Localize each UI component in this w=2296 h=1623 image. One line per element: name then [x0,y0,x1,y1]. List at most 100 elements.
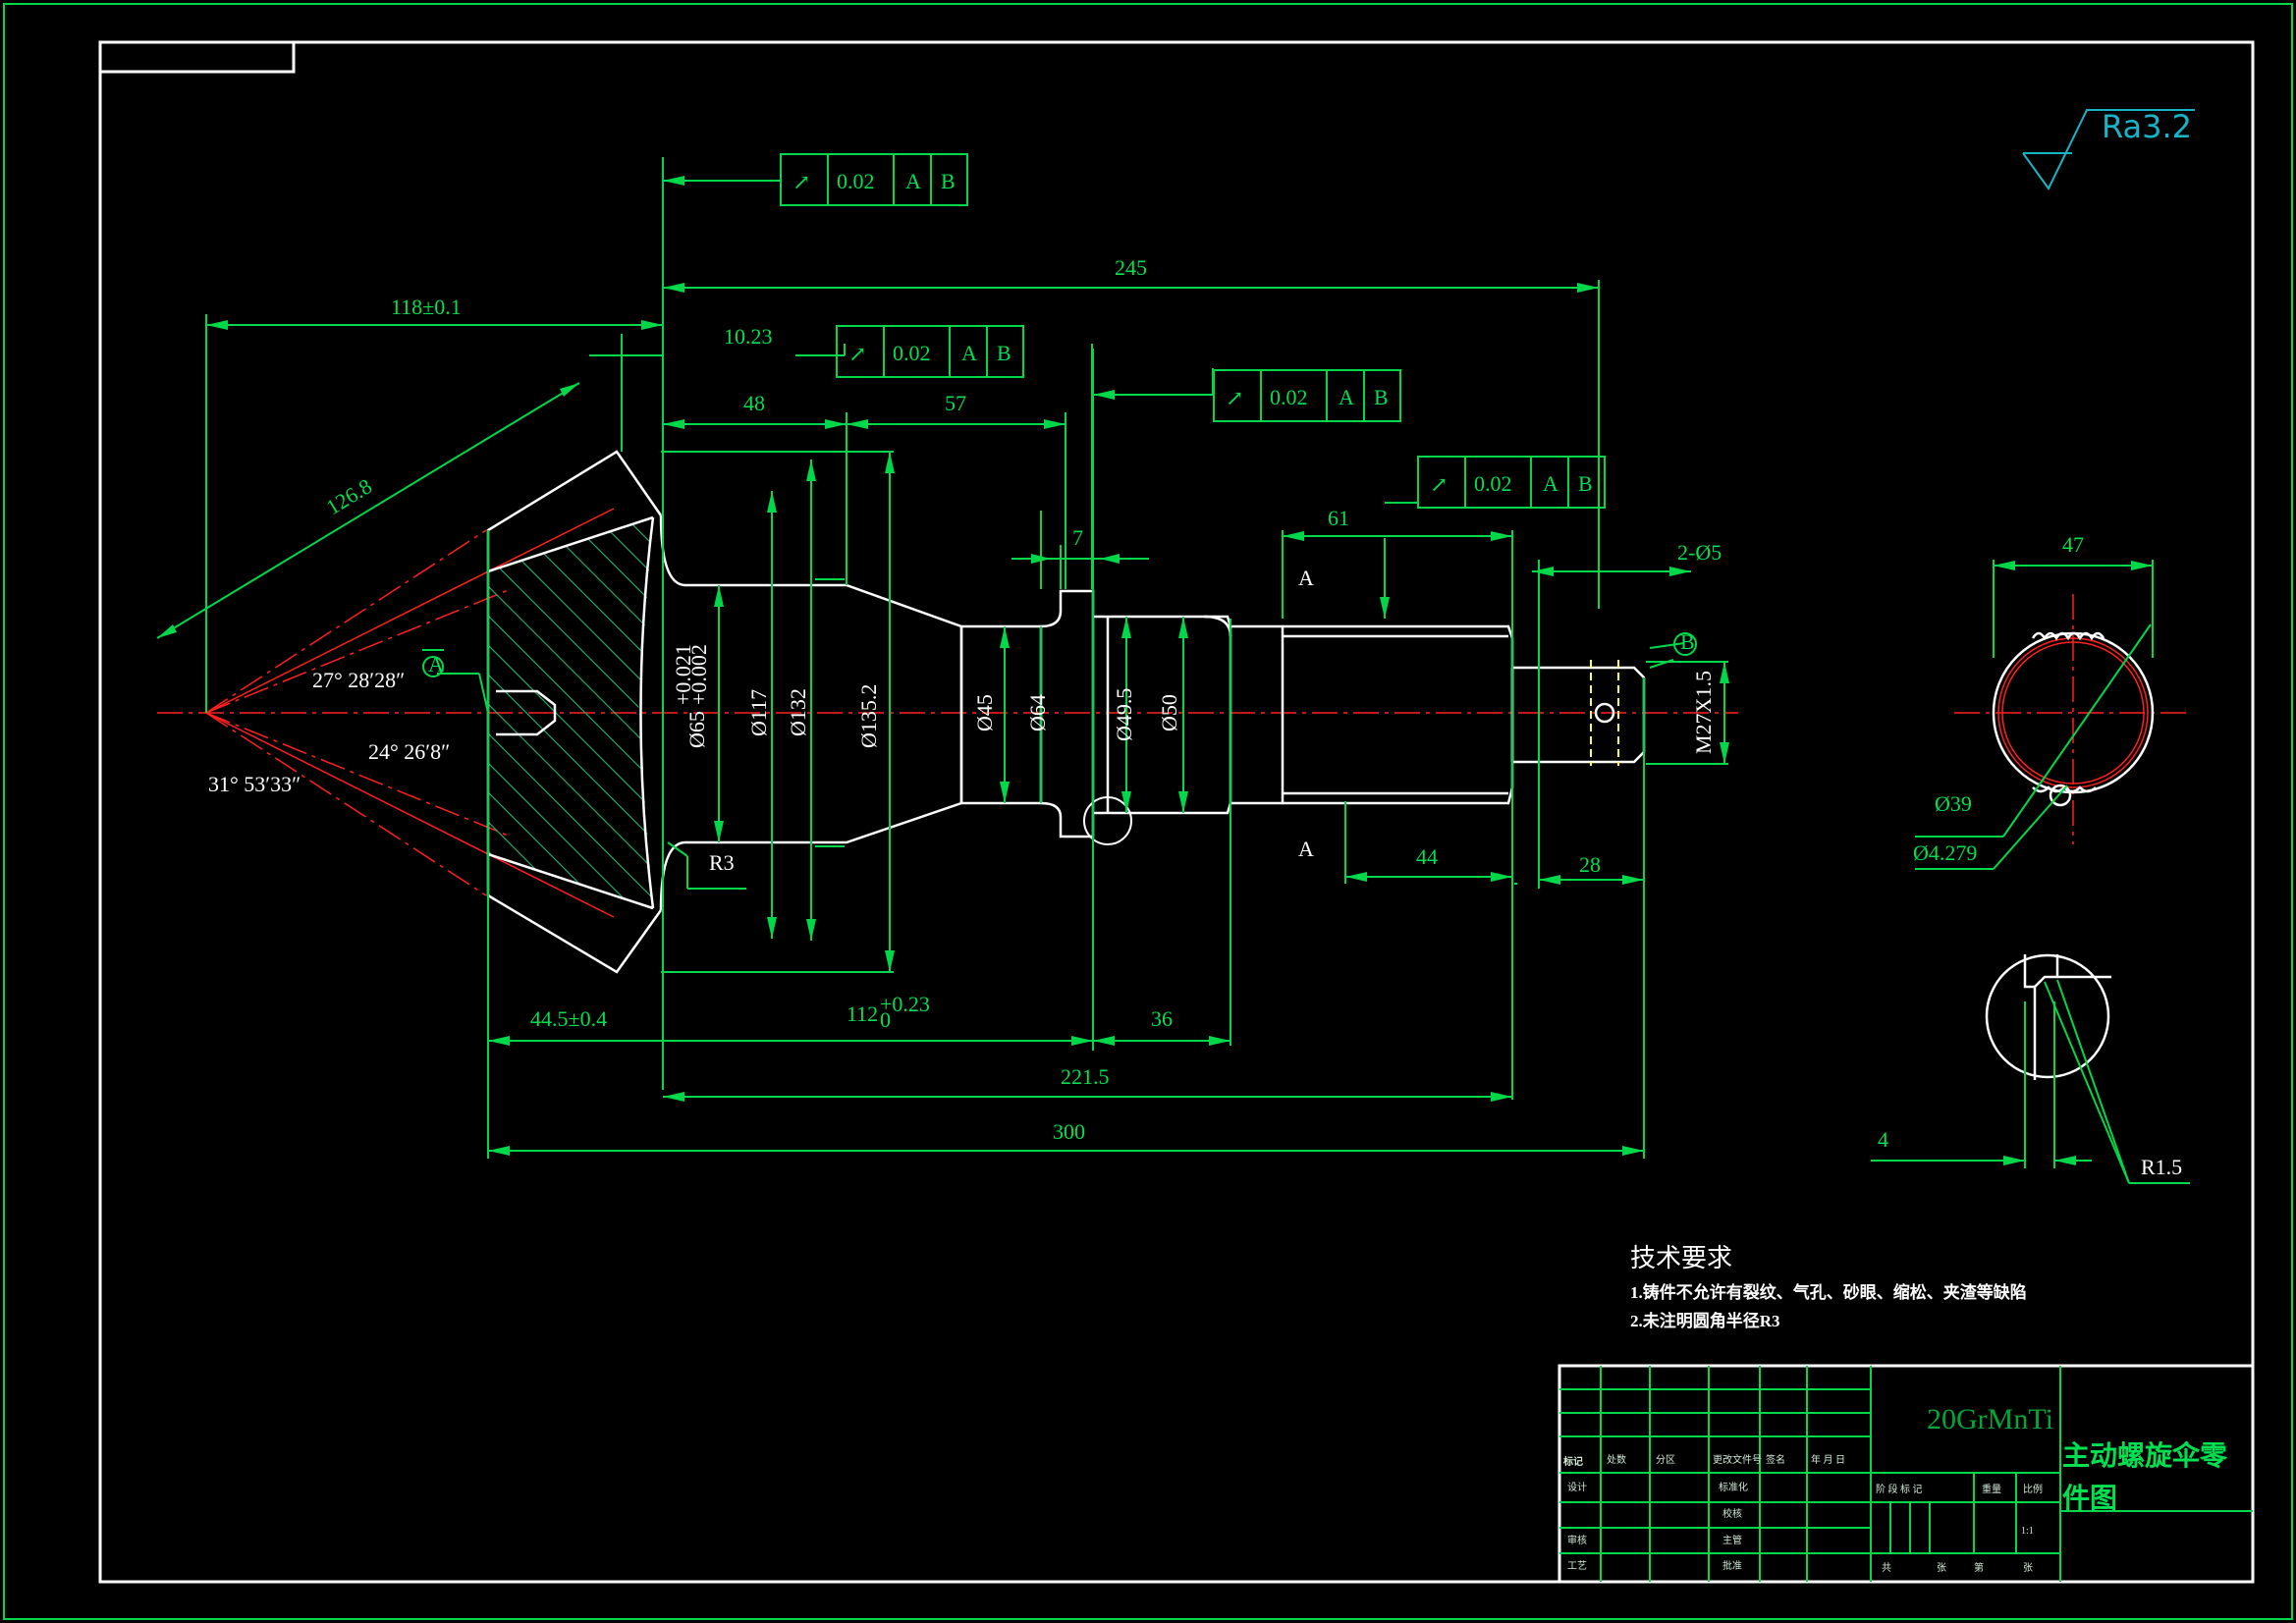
tech-req-1: 1.铸件不允许有裂纹、气孔、砂眼、缩松、夹渣等缺陷 [1630,1282,2027,1302]
tb-zhuguan: 主管 [1722,1534,1742,1546]
tb-pizhun: 批准 [1722,1559,1742,1572]
tb-gongyi: 工艺 [1567,1560,1587,1572]
dim-7: 7 [1072,525,1083,550]
tb-di: 第 [1974,1561,1984,1574]
tb-wenjian: 更改文件号 [1713,1453,1762,1466]
tol-2-ref1: A [961,341,977,365]
section-a-top: A [1298,566,1314,590]
tol-3-ref2: B [1374,385,1389,409]
dim-phi65-lower: +0.002 [686,644,711,705]
tech-req-title: 技术要求 [1630,1244,1732,1272]
tb-fenqu: 分区 [1656,1454,1675,1466]
dim-10-23: 10.23 [724,324,773,349]
dim-phi65: Ø65 [684,711,709,748]
tol-1-ref1: A [905,169,921,193]
dim-57: 57 [945,391,966,415]
tol-2-symbol: ↗ [848,342,866,366]
tolerance-frame-3: ↗ 0.02 A B [1093,369,1401,422]
dim-phi50: Ø50 [1157,694,1181,731]
tol-3-symbol: ↗ [1226,386,1243,410]
dim-44: 44 [1416,844,1438,869]
section-a-bottom: A [1298,837,1314,861]
gear-section [486,450,663,974]
tol-1-symbol: ↗ [793,170,810,194]
dim-48: 48 [743,391,765,415]
tb-zhongliang: 重量 [1982,1483,2001,1495]
dim-phi135-2: Ø135.2 [856,684,881,748]
dim-221-5: 221.5 [1061,1064,1110,1089]
dimension-texts: 245 118±0.1 10.23 48 57 126.8 7 61 2-Ø5 … [208,255,2084,1144]
tol-1-ref2: B [941,169,956,193]
tb-sheji: 设计 [1567,1481,1587,1493]
tb-jiaodui: 校核 [1722,1507,1742,1520]
dim-r1-5: R1.5 [2141,1155,2182,1179]
dim-phi39: Ø39 [1935,791,1972,816]
dim-36: 36 [1151,1006,1173,1031]
dim-112: 112 [847,1001,878,1026]
tol-3-ref1: A [1339,385,1354,409]
angle-24: 24° 26′8″ [368,739,450,764]
angle-27: 27° 28′28″ [312,668,405,692]
tol-4-ref1: A [1543,471,1558,496]
tb-bili: 比例 [2023,1483,2043,1495]
dim-112-lower: 0 [880,1007,891,1032]
tolerance-frame-1: ↗ 0.02 A B [780,153,968,206]
drawing-title-2: 件图 [2062,1483,2117,1514]
tol-4-value: 0.02 [1474,471,1512,496]
svg-text:B: B [1680,629,1695,654]
dim-phi117: Ø117 [746,689,771,736]
dim-r3: R3 [709,850,735,875]
dim-phi49-5: Ø49.5 [1112,688,1136,741]
dim-phi45: Ø45 [972,694,997,731]
roughness-symbol: Ra3.2 [2022,108,2195,190]
tol-2-ref2: B [997,341,1011,365]
dim-118: 118±0.1 [391,295,462,319]
title-block: 20GrMnTi 主动螺旋伞零 件图 1:1 标记 处数 分区 更改文件号 签名… [1558,1364,2255,1584]
dim-245: 245 [1115,255,1147,280]
svg-text:A: A [428,652,444,676]
corner-code-box [98,40,296,74]
angle-31: 31° 53′33″ [208,772,301,796]
tol-4-symbol: ↗ [1430,472,1448,497]
tb-shenhe: 审核 [1567,1534,1587,1546]
tb-zhang2: 张 [2023,1562,2033,1574]
tb-nyr: 年 月 日 [1811,1453,1845,1466]
tb-biaoji: 标记 [1562,1455,1583,1468]
tb-chushu: 处数 [1607,1453,1626,1466]
dim-44-5: 44.5±0.4 [530,1006,607,1031]
detail-view: 4 R1.5 [1871,953,2190,1184]
tolerance-frame-4: ↗ 0.02 A B [1417,456,1606,509]
outer-border [3,3,2293,1620]
material-text: 20GrMnTi [1927,1403,2053,1435]
arrowheads [157,176,1729,1156]
dim-phi65-upper: +0.021 [671,644,695,705]
scale-value: 1:1 [2021,1526,2034,1537]
dim-2-phi5: 2-Ø5 [1677,540,1722,565]
tb-jieduan: 阶 段 标 记 [1876,1483,1923,1495]
dim-phi4-279: Ø4.279 [1913,840,1977,865]
dim-4: 4 [1878,1127,1888,1152]
tb-qianming: 签名 [1766,1453,1785,1466]
dim-phi132: Ø132 [786,688,810,736]
tb-zhang1: 张 [1937,1562,1946,1574]
tol-3-value: 0.02 [1270,385,1308,409]
dim-28: 28 [1579,852,1601,877]
spline-section: Ø39 Ø4.279 [1913,560,2190,870]
roughness-value: Ra3.2 [2102,108,2192,145]
dim-phi64: Ø64 [1025,694,1050,731]
tol-2-value: 0.02 [893,341,931,365]
pitch-cone-lines [205,508,615,918]
tol-1-value: 0.02 [837,169,875,193]
tol-4-ref2: B [1578,471,1593,496]
technical-requirements: 技术要求 1.铸件不允许有裂纹、气孔、砂眼、缩松、夹渣等缺陷 2.未注明圆角半径… [1630,1244,2027,1330]
extension-lines [205,157,1728,1159]
tech-req-2: 2.未注明圆角半径R3 [1630,1311,1780,1330]
dim-126-8: 126.8 [322,473,376,519]
dim-300: 300 [1053,1119,1085,1144]
datum-a-symbol: A [422,649,444,677]
dim-61: 61 [1328,506,1349,530]
tb-gong: 共 [1882,1562,1891,1574]
inner-border [98,40,2255,1584]
dim-47: 47 [2062,532,2084,557]
